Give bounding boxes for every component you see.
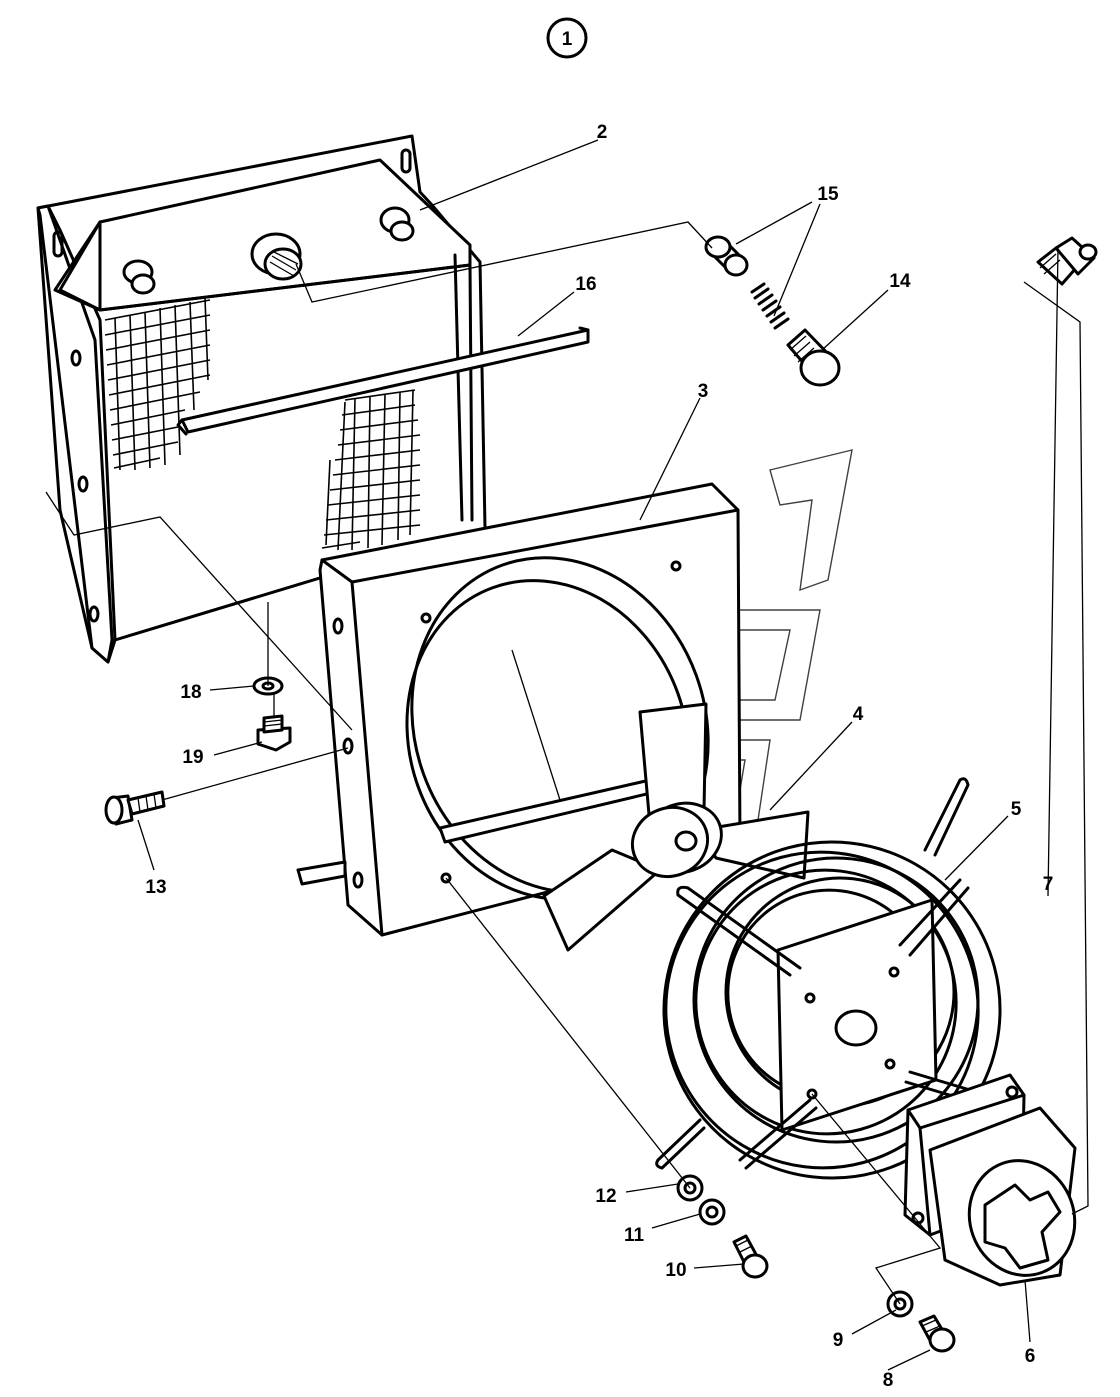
figure-number-badge: 1 <box>546 17 588 59</box>
radiator-mesh-left <box>104 297 211 471</box>
callout-2: 2 <box>597 122 608 143</box>
radiator-fitting-right <box>379 206 415 242</box>
bolt-13 <box>104 790 166 826</box>
drain-plug-19 <box>256 714 292 752</box>
motor-bracket <box>655 777 1002 1180</box>
callout-3: 3 <box>698 381 709 402</box>
callout-9: 9 <box>833 1330 844 1351</box>
bolt-8 <box>918 1314 956 1353</box>
washer-11 <box>698 1198 726 1226</box>
radiator-fitting-left <box>122 259 156 295</box>
radiator-mesh-right <box>321 389 421 551</box>
hydraulic-motor <box>903 1073 1077 1287</box>
callout-19: 19 <box>182 747 203 768</box>
callout-11: 11 <box>624 1225 645 1246</box>
callout-16: 16 <box>575 274 596 295</box>
valve-insert <box>704 235 749 277</box>
callout-12: 12 <box>595 1186 616 1207</box>
valve-spring <box>750 282 790 330</box>
valve-plug <box>786 328 841 387</box>
callout-7: 7 <box>1043 874 1054 895</box>
callout-4: 4 <box>853 704 864 725</box>
callout-10: 10 <box>665 1260 686 1281</box>
callout-5: 5 <box>1011 799 1022 820</box>
callout-labels: 2 3 4 5 6 7 8 9 10 11 12 13 14 15 16 18 … <box>145 122 1053 1391</box>
assembly-lines <box>45 221 1089 1305</box>
fan-blade <box>542 702 810 952</box>
figure-number: 1 <box>562 29 573 50</box>
seal-strip <box>176 326 590 436</box>
radiator-fitting-center <box>250 232 303 281</box>
callout-14: 14 <box>889 271 911 292</box>
callout-6: 6 <box>1025 1346 1036 1367</box>
fitting <box>1036 236 1098 286</box>
radiator-core <box>36 134 487 664</box>
callout-15: 15 <box>817 184 839 205</box>
callout-18: 18 <box>180 682 201 703</box>
callout-13: 13 <box>145 877 166 898</box>
bolt-10 <box>732 1234 769 1279</box>
callout-8: 8 <box>883 1370 894 1391</box>
callout-leaders <box>137 139 1059 1371</box>
